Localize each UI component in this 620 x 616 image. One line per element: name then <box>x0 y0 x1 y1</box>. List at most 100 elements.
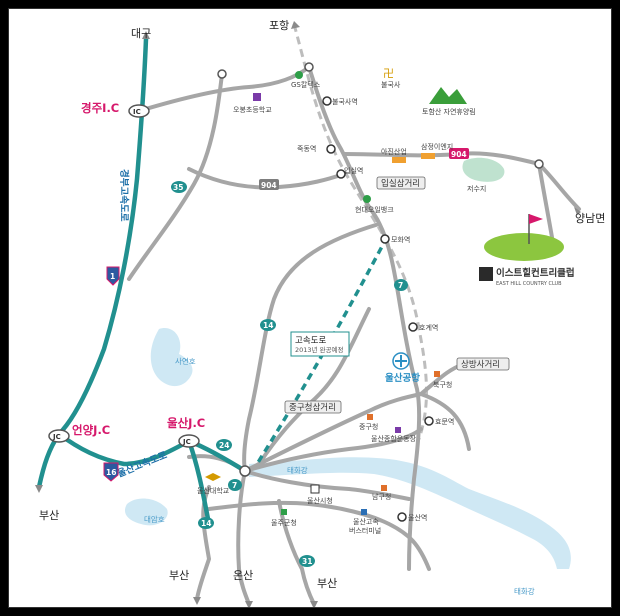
label-gyeongju-ic: 경주I.C <box>81 101 119 115</box>
mountain-icon <box>429 87 467 104</box>
label-reservoir: 저수지 <box>467 184 486 193</box>
label-taehwa-river: 태화강 <box>287 465 308 475</box>
bus-terminal-icon <box>361 509 367 515</box>
ipsil-junction-box <box>376 176 426 190</box>
route-14-north-badge: 14 <box>260 319 276 331</box>
label-junggu-junction: 중구청삼거리 <box>289 402 336 413</box>
label-daegu: 대구 <box>131 27 151 40</box>
label-sayeon-lake: 사연호 <box>175 357 196 366</box>
label-eonyang-jc: 언양J.C <box>72 423 110 437</box>
stadium-icon <box>395 427 401 433</box>
label-sangbang: 상방사거리 <box>461 359 500 370</box>
ulsan-station-icon <box>397 512 407 522</box>
route-904-west-badge: 904 <box>259 179 279 190</box>
route-badge-shape <box>216 439 232 451</box>
route-badges: 35 904 904 7 14 24 7 14 <box>171 148 469 567</box>
jc-badge-text: JC <box>182 438 191 446</box>
location-map: 대구 포항 양남면 부산 부산 온산 부산 IC 경주I.C JC 언양J.C … <box>8 8 612 608</box>
arrow-busan-bottom-icon <box>193 597 201 605</box>
ipsil-station-icon <box>336 169 346 179</box>
label-city-hall: 울산시청 <box>307 496 333 505</box>
label-hyomun-station: 효문역 <box>435 417 454 426</box>
gyeongju-ic-badge: IC <box>128 104 150 118</box>
golf-flag-icon <box>529 214 543 224</box>
map-canvas: 대구 포항 양남면 부산 부산 온산 부산 IC 경주I.C JC 언양J.C … <box>35 19 605 607</box>
jc-badge-shape <box>48 429 70 443</box>
route-badge-shape <box>394 279 408 291</box>
temple-icon: 卍 <box>383 67 394 80</box>
label-highway-title: 고속도로 <box>295 336 326 346</box>
route-badge-shape <box>228 479 242 491</box>
highway-callout: 고속도로 2013년 완공예정 <box>290 331 350 357</box>
arrow-onsan-icon <box>245 601 253 607</box>
label-ipsil-junction: 입실삼거리 <box>381 178 420 189</box>
label-namgu-office: 남구청 <box>372 492 391 501</box>
road-city-center <box>243 392 423 473</box>
label-sports-complex: 울산종합운동장 <box>371 434 417 443</box>
label-taehwa-river-2: 태화강 <box>514 586 535 596</box>
route-badge-shape <box>259 179 279 190</box>
route-35-badge: 35 <box>171 181 187 193</box>
road-35 <box>127 72 224 281</box>
junggu-junction-box <box>284 400 342 414</box>
label-country-club-en: EAST HILL COUNTRY CLUB <box>496 281 562 287</box>
label-gs-caltex: GS칼텍스 <box>291 80 321 89</box>
road-onsan <box>236 469 251 606</box>
label-bukgu-office: 북구청 <box>433 381 452 389</box>
label-yangnam: 양남면 <box>575 212 605 225</box>
label-pohang: 포항 <box>269 19 289 32</box>
ic-badge-text: IC <box>133 108 141 116</box>
poi-icons: 卍 <box>205 67 467 515</box>
sangbang-box <box>456 357 510 371</box>
airplane-icon <box>395 355 407 367</box>
label-jukdong-station: 죽동역 <box>297 144 316 153</box>
label-ipsil-station: 입실역 <box>344 166 363 175</box>
jc-badge-shape <box>178 434 200 448</box>
route-number: 7 <box>398 281 403 290</box>
gas-station-icon <box>363 195 371 203</box>
reservoir-shape <box>462 157 505 182</box>
label-bulguksa: 불국사 <box>381 80 401 89</box>
daeam-lake-shape <box>124 498 168 526</box>
ulsan-jc-south <box>186 438 212 527</box>
label-country-club: 이스트힐컨트리클럽 <box>496 267 575 279</box>
city-hall-icon <box>310 484 320 494</box>
arrow-busan-left-icon <box>35 485 43 493</box>
label-hyundai-bank: 현대오일뱅크 <box>355 205 394 214</box>
road-south-ring <box>207 500 431 571</box>
pohang-junction-icon <box>304 62 314 72</box>
jukdong-station-icon <box>326 144 336 154</box>
label-obong-school: 오봉초등학교 <box>233 105 272 114</box>
road-node-icon <box>534 159 544 169</box>
route-7-center-badge: 7 <box>228 479 242 491</box>
label-ulsan-jc: 울산J.C <box>167 416 205 430</box>
label-onsan: 온산 <box>233 569 253 582</box>
factory-samjeong-icon <box>421 153 435 159</box>
road-gyeongju-pohang <box>137 65 311 113</box>
sayeon-lake-shape <box>150 328 193 387</box>
road-center-east <box>243 427 423 473</box>
label-daeam-lake: 대암호 <box>144 514 165 524</box>
eonyang-jc-badge: JC <box>48 429 70 443</box>
route-14-south-badge: 14 <box>198 517 214 529</box>
label-hogye-station: 호계역 <box>419 323 438 332</box>
ulju-office-icon <box>281 509 287 515</box>
gyeongbu-shield-icon: 1 <box>106 266 120 286</box>
road-route7-north <box>307 65 422 571</box>
water-layer <box>124 157 571 569</box>
route-badge-shape <box>171 181 187 193</box>
jc-badge-text: JC <box>52 433 61 441</box>
namgu-office-icon <box>381 485 387 491</box>
label-bulguksa-station: 불국사역 <box>332 97 358 106</box>
university-icon <box>205 473 221 481</box>
label-highway-sub: 2013년 완공예정 <box>295 345 344 354</box>
road-904-east <box>342 151 541 166</box>
road-14-north <box>242 222 381 473</box>
arrow-daegu-icon <box>142 31 150 39</box>
arrow-yangnam-icon <box>574 207 581 215</box>
taehwa-river-shape <box>249 457 571 569</box>
school-icon <box>253 93 261 101</box>
bulguksa-station-icon <box>322 96 332 106</box>
route-number: 24 <box>219 441 229 450</box>
